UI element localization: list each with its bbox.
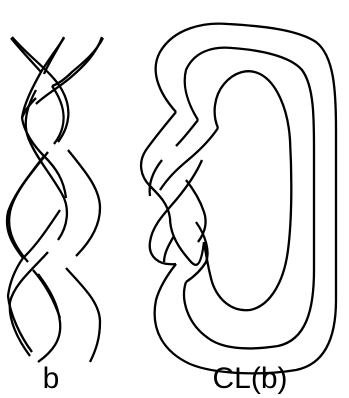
- braid-strand-c: [37, 273, 62, 363]
- braid-strand-3: [20, 37, 105, 119]
- braid-strand-a: [11, 36, 70, 143]
- closure-braid-strand-2: [175, 119, 199, 147]
- braid-strand-e: [24, 89, 69, 241]
- closure-braid-strand-8: [162, 235, 175, 263]
- closure-label: CL(b): [212, 362, 287, 395]
- closure-braid-strand-6: [168, 217, 206, 266]
- braid-diagram: [5, 36, 105, 363]
- braid-strand-g: [35, 36, 104, 105]
- closure-braid-strand-5: [148, 159, 204, 266]
- braid-strand-d: [42, 36, 66, 75]
- closure-braid-strand-3: [148, 159, 163, 197]
- closure-inner-loop: [202, 70, 293, 312]
- closure-outer-loop: [153, 22, 338, 375]
- closure-braid-strand-1: [139, 111, 177, 219]
- closure-braid-strand-9: [185, 179, 207, 243]
- braid-strand-h: [67, 149, 102, 257]
- closure-diagram: [139, 22, 338, 375]
- braid-strand-b: [7, 151, 49, 263]
- closure-middle-loop: [182, 46, 316, 350]
- closure-braid-strand-4: [159, 127, 219, 191]
- braid-label: b: [43, 362, 60, 395]
- braid-strand-i: [65, 267, 102, 363]
- braid-strand-f: [8, 251, 49, 357]
- braid-strand-1: [5, 37, 65, 319]
